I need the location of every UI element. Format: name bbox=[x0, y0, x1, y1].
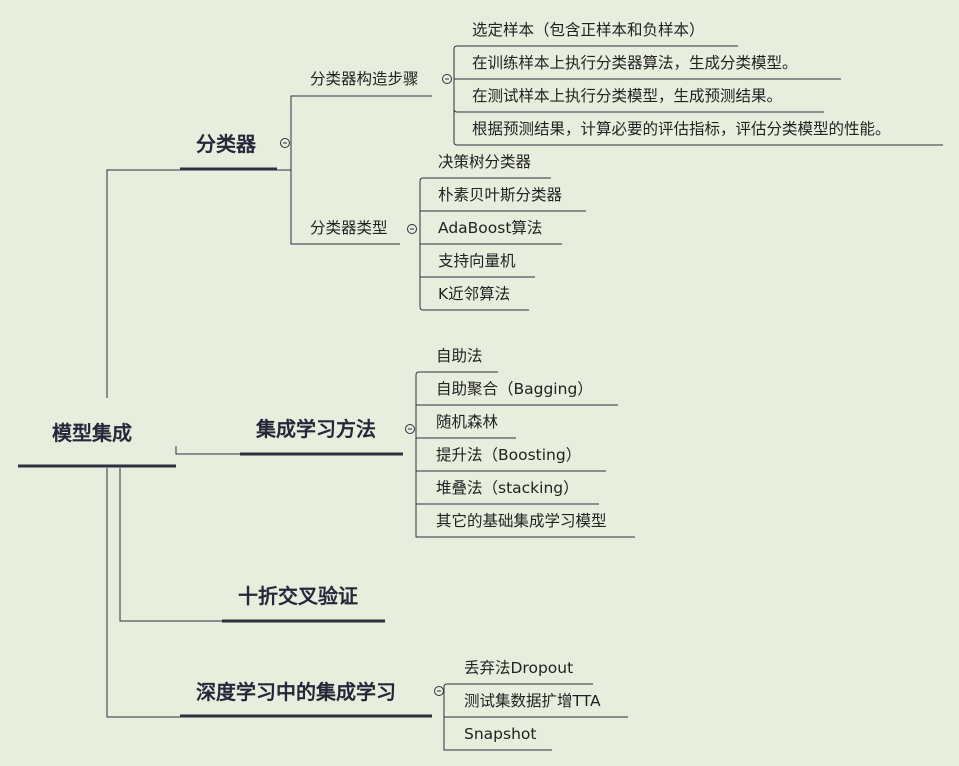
steps-children-connector bbox=[453, 45, 738, 79]
collapse-circle-icon bbox=[407, 224, 417, 234]
classifier-types-connector bbox=[290, 170, 400, 245]
leaf-type-1[interactable]: 决策树分类器 bbox=[438, 153, 532, 171]
methods-child-6-connector bbox=[415, 438, 635, 538]
topic-classifier[interactable]: 分类器 bbox=[196, 132, 256, 156]
root-deep-connector bbox=[106, 468, 180, 718]
root-topic[interactable]: 模型集成 bbox=[52, 421, 132, 445]
leaf-method-5[interactable]: 堆叠法（stacking） bbox=[436, 479, 579, 497]
topic-kfold-cv[interactable]: 十折交叉验证 bbox=[238, 584, 358, 608]
leaf-deep-2[interactable]: 测试集数据扩增TTA bbox=[464, 692, 601, 710]
collapse-circle-icon bbox=[434, 686, 444, 696]
leaf-step-1[interactable]: 选定样本（包含正样本和负样本） bbox=[472, 21, 705, 39]
leaf-step-3[interactable]: 在测试样本上执行分类模型，生成预测结果。 bbox=[472, 87, 783, 105]
leaf-type-4[interactable]: 支持向量机 bbox=[438, 252, 516, 270]
topic-deep-ensemble[interactable]: 深度学习中的集成学习 bbox=[196, 680, 396, 704]
leaf-method-2[interactable]: 自助聚合（Bagging） bbox=[436, 380, 593, 398]
leaf-method-4[interactable]: 提升法（Boosting） bbox=[436, 446, 582, 464]
leaf-type-2[interactable]: 朴素贝叶斯分类器 bbox=[438, 186, 563, 204]
types-children-connector bbox=[419, 177, 551, 244]
root-methods-connector bbox=[175, 446, 240, 455]
methods-children-connector bbox=[415, 371, 498, 438]
leaf-type-3[interactable]: AdaBoost算法 bbox=[438, 219, 543, 237]
collapse-circle-icon bbox=[442, 74, 452, 84]
collapse-circle-icon bbox=[405, 424, 415, 434]
topic-ensemble-methods[interactable]: 集成学习方法 bbox=[256, 417, 376, 441]
subtopic-classifier-steps[interactable]: 分类器构造步骤 bbox=[310, 70, 419, 88]
deep-children-connector bbox=[443, 683, 593, 717]
classifier-connector bbox=[277, 95, 432, 171]
leaf-method-6[interactable]: 其它的基础集成学习模型 bbox=[436, 512, 607, 530]
deep-child-3-connector bbox=[443, 717, 552, 751]
leaf-type-5[interactable]: K近邻算法 bbox=[438, 285, 511, 303]
collapse-circle-icon bbox=[280, 138, 290, 148]
steps-child-4-connector bbox=[453, 79, 943, 146]
subtopic-classifier-types[interactable]: 分类器类型 bbox=[310, 219, 388, 237]
leaf-step-2[interactable]: 在训练样本上执行分类器算法，生成分类模型。 bbox=[472, 54, 798, 72]
types-child-5-connector bbox=[419, 244, 529, 311]
root-trunk-connector bbox=[106, 169, 180, 398]
leaf-deep-3[interactable]: Snapshot bbox=[464, 725, 537, 743]
root-kfold-connector bbox=[119, 468, 222, 622]
leaf-deep-1[interactable]: 丢弃法Dropout bbox=[464, 659, 574, 677]
leaf-method-1[interactable]: 自助法 bbox=[436, 347, 483, 365]
leaf-method-3[interactable]: 随机森林 bbox=[436, 413, 499, 431]
leaf-step-4[interactable]: 根据预测结果，计算必要的评估指标，评估分类模型的性能。 bbox=[472, 120, 891, 138]
